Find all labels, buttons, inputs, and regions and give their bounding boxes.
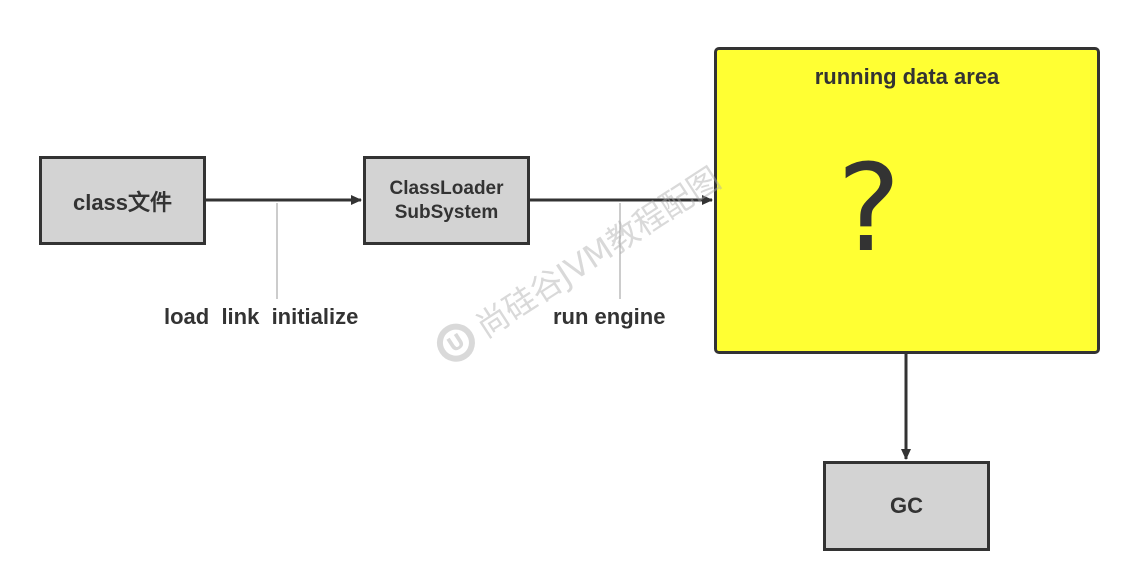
- running-data-area-box: running data area ?: [714, 47, 1100, 354]
- run-engine-label: run engine: [553, 304, 666, 329]
- class-file-label: class文件: [72, 189, 173, 215]
- classloader-label-line2: SubSystem: [394, 201, 499, 223]
- class-file-box: class文件: [39, 156, 206, 245]
- gc-box: GC: [823, 461, 990, 551]
- gc-label: GC: [890, 493, 923, 518]
- question-mark-symbol: ?: [837, 140, 901, 279]
- classloader-label-line1: ClassLoader: [389, 177, 504, 199]
- classloader-subsystem-box: ClassLoader SubSystem: [363, 156, 530, 245]
- running-data-area-title: running data area: [814, 64, 1000, 89]
- load-link-initialize-label: load link initialize: [164, 304, 359, 329]
